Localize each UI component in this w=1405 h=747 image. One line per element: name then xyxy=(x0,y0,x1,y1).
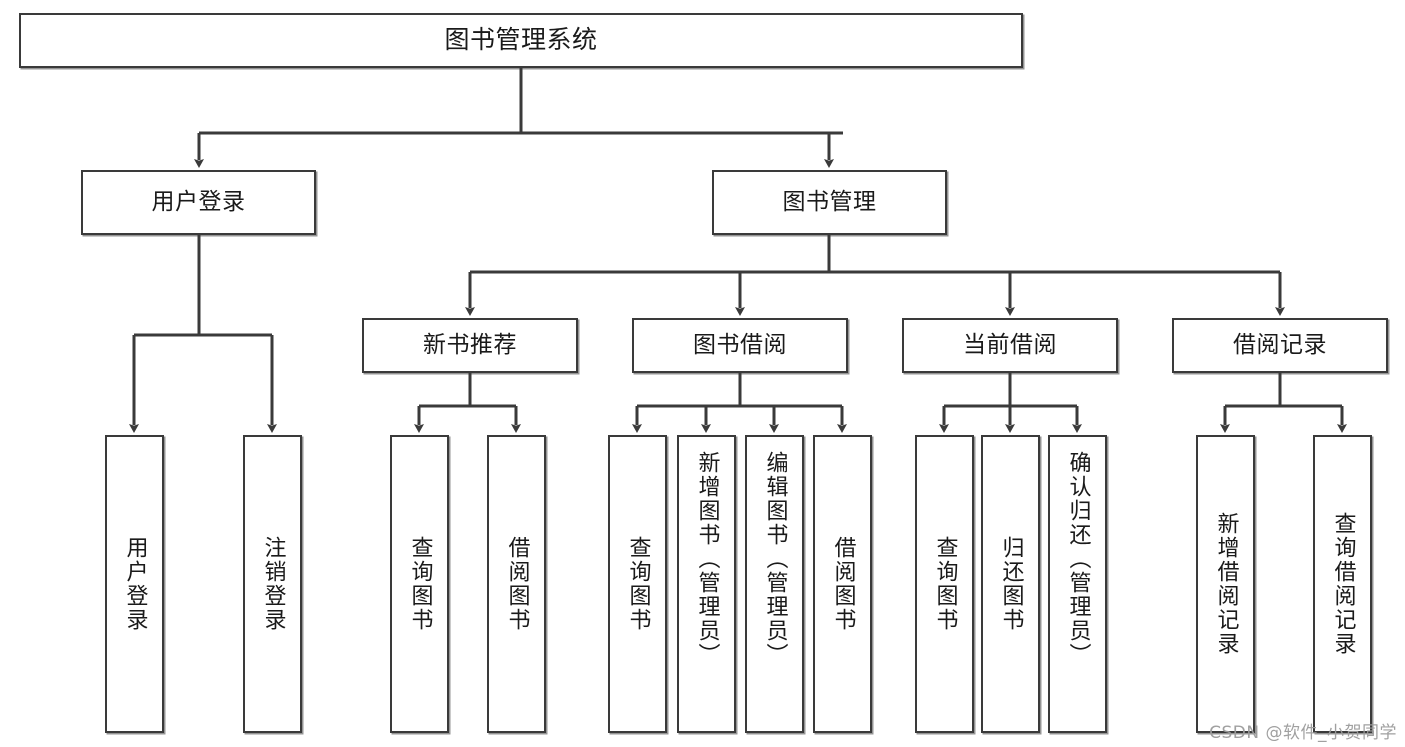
node-leaf-query-book-2-label: 查询图书 xyxy=(625,536,651,632)
node-user-login-label: 用户登录 xyxy=(151,189,246,216)
node-leaf-return-book-label: 归还图书 xyxy=(998,536,1024,632)
node-root-label: 图书管理系统 xyxy=(444,25,598,55)
node-current-borrow-label: 当前借阅 xyxy=(963,332,1057,359)
node-leaf-borrow-book-1-label: 借阅图书 xyxy=(504,536,530,632)
node-leaf-borrow-book-2-label: 借阅图书 xyxy=(830,536,856,632)
node-current-borrow[interactable]: 当前借阅 xyxy=(902,318,1118,373)
node-book-borrow-label: 图书借阅 xyxy=(693,332,787,359)
node-leaf-query-record[interactable]: 查询借阅记录 xyxy=(1313,435,1372,733)
node-leaf-confirm-return[interactable]: 确认归还（管理员） xyxy=(1048,435,1107,733)
node-book-manage-label: 图书管理 xyxy=(782,189,877,216)
node-leaf-user-logout-label: 注销登录 xyxy=(260,536,286,632)
node-leaf-user-login-label: 用户登录 xyxy=(122,536,148,632)
node-leaf-query-book-2[interactable]: 查询图书 xyxy=(608,435,667,733)
node-borrow-record-label: 借阅记录 xyxy=(1233,332,1327,359)
node-leaf-add-record-label: 新增借阅记录 xyxy=(1213,512,1239,656)
node-leaf-return-book[interactable]: 归还图书 xyxy=(981,435,1040,733)
node-leaf-query-book-3[interactable]: 查询图书 xyxy=(915,435,974,733)
node-root[interactable]: 图书管理系统 xyxy=(19,13,1023,68)
node-borrow-record[interactable]: 借阅记录 xyxy=(1172,318,1388,373)
node-leaf-query-record-label: 查询借阅记录 xyxy=(1330,512,1356,656)
node-leaf-edit-book-label: 编辑图书（管理员） xyxy=(762,451,788,667)
node-leaf-query-book-1-label: 查询图书 xyxy=(407,536,433,632)
node-leaf-user-logout[interactable]: 注销登录 xyxy=(243,435,302,733)
node-user-login[interactable]: 用户登录 xyxy=(81,170,316,235)
node-book-manage[interactable]: 图书管理 xyxy=(712,170,947,235)
node-new-book-recommend[interactable]: 新书推荐 xyxy=(362,318,578,373)
node-leaf-add-book-label: 新增图书（管理员） xyxy=(694,451,720,667)
node-leaf-add-book[interactable]: 新增图书（管理员） xyxy=(677,435,736,733)
node-leaf-user-login[interactable]: 用户登录 xyxy=(105,435,164,733)
node-leaf-borrow-book-2[interactable]: 借阅图书 xyxy=(813,435,872,733)
node-book-borrow[interactable]: 图书借阅 xyxy=(632,318,848,373)
node-leaf-edit-book[interactable]: 编辑图书（管理员） xyxy=(745,435,804,733)
node-leaf-query-book-1[interactable]: 查询图书 xyxy=(390,435,449,733)
node-leaf-add-record[interactable]: 新增借阅记录 xyxy=(1196,435,1255,733)
node-leaf-confirm-return-label: 确认归还（管理员） xyxy=(1065,451,1091,667)
node-new-book-recommend-label: 新书推荐 xyxy=(423,332,517,359)
node-leaf-borrow-book-1[interactable]: 借阅图书 xyxy=(487,435,546,733)
watermark: CSDN @软件_小贺同学 xyxy=(1209,723,1397,743)
node-leaf-query-book-3-label: 查询图书 xyxy=(932,536,958,632)
